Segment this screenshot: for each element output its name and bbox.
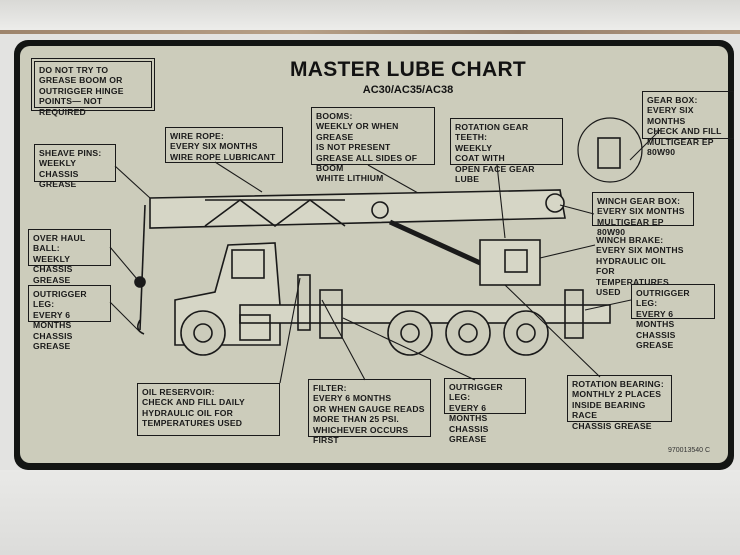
decal-face <box>20 46 728 463</box>
operator-seat <box>504 249 528 273</box>
callout-winch-gear-box: WINCH GEAR BOX: EVERY SIX MONTHS MULTIGE… <box>592 192 694 237</box>
lube-chart-decal <box>14 40 734 470</box>
rust-edge <box>0 30 740 34</box>
truck-panel-bottom <box>0 470 740 555</box>
gear-box-housing <box>597 137 621 169</box>
front-wheel <box>180 310 226 356</box>
front-outrigger <box>297 274 311 331</box>
gear-box-detail <box>577 117 643 183</box>
callout-sheave-pins: SHEAVE PINS: WEEKLY CHASSIS GREASE <box>34 144 116 189</box>
hoist-rope <box>139 204 146 331</box>
callout-do-not-grease: DO NOT TRY TO GREASE BOOM OR OUTRIGGER H… <box>31 58 155 117</box>
boom-pin <box>371 201 389 219</box>
part-number: 970013540 C <box>668 447 711 454</box>
callout-outrigger-leg-center: OUTRIGGER LEG: EVERY 6 MONTHS CHASSIS GR… <box>444 378 526 444</box>
callout-oil-reservoir: OIL RESERVOIR: CHECK AND FILL DAILY HYDR… <box>137 383 280 436</box>
overhaul-ball <box>134 276 146 288</box>
callout-rotation-gear-teeth: ROTATION GEAR TEETH: WEEKLY COAT WITH OP… <box>450 118 563 184</box>
callout-wire-rope: WIRE ROPE: EVERY SIX MONTHS WIRE ROPE LU… <box>165 127 283 163</box>
callout-gear-box: GEAR BOX: EVERY SIX MONTHS CHECK AND FIL… <box>642 91 734 157</box>
callout-rotation-bearing: ROTATION BEARING: MONTHLY 2 PLACES INSID… <box>567 375 672 431</box>
mid-outrigger <box>319 289 343 339</box>
truck-panel-top <box>0 0 740 34</box>
boom-head-sheave <box>545 193 565 213</box>
rear-wheel-2 <box>445 310 491 356</box>
cab-window <box>231 249 265 279</box>
leader-lines <box>109 129 661 384</box>
callout-outrigger-leg-right: OUTRIGGER LEG: EVERY 6 MONTHS CHASSIS GR… <box>631 284 715 350</box>
rear-outrigger <box>564 289 584 339</box>
boom-truss <box>204 199 346 227</box>
chart-subtitle: AC30/AC35/AC38 <box>362 84 454 96</box>
rear-wheel-3 <box>503 310 549 356</box>
hook <box>136 319 145 335</box>
rear-wheel-1 <box>387 310 433 356</box>
callout-winch-brake: WINCH BRAKE: EVERY SIX MONTHS HYDRAULIC … <box>596 235 684 298</box>
callout-outrigger-leg-left: OUTRIGGER LEG: EVERY 6 MONTHS CHASSIS GR… <box>28 285 111 351</box>
callout-filter: FILTER: EVERY 6 MONTHS OR WHEN GAUGE REA… <box>308 379 431 445</box>
turret <box>479 239 541 286</box>
callout-booms: BOOMS: WEEKLY OR WHEN GREASE IS NOT PRES… <box>311 107 435 183</box>
callout-over-haul-ball: OVER HAUL BALL: WEEKLY CHASSIS GREASE <box>28 229 111 285</box>
fuel-tank <box>239 314 271 341</box>
chart-title: MASTER LUBE CHART <box>289 58 527 81</box>
